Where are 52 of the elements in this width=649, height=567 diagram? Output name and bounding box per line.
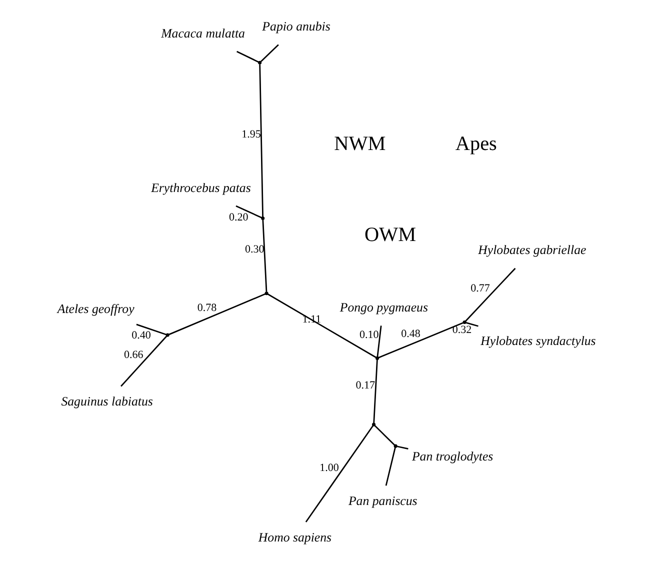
node-point [372, 422, 376, 426]
node-text: Ateles geoffroy [56, 302, 134, 316]
connector [376, 326, 382, 357]
connector [168, 293, 265, 336]
connector [120, 336, 167, 387]
edge-label: 0.48 [400, 328, 420, 340]
node-text: Papio anubis [262, 20, 330, 34]
node-point [375, 356, 379, 360]
connector [136, 324, 166, 336]
connector [235, 205, 262, 218]
node-point [393, 444, 397, 448]
node-text: Erythrocebus patas [150, 180, 250, 195]
node-point [260, 216, 264, 220]
label: NWM [334, 132, 386, 155]
node-text: Hylobates gabriellae [478, 243, 586, 258]
node-point [264, 292, 268, 296]
node-text: Pan troglodytes [411, 450, 493, 464]
connector [266, 294, 376, 358]
connector [374, 425, 394, 446]
connector [464, 268, 516, 322]
edge-label: 1.95 [241, 128, 260, 140]
node-text: Pongo pygmaeus [339, 300, 428, 315]
edge-label: 0.40 [131, 329, 150, 342]
connector [465, 322, 478, 327]
label: Apes [454, 132, 496, 155]
connector [378, 322, 463, 358]
node-text: Macaca mulatta [160, 26, 244, 40]
connector [396, 446, 408, 450]
edge-label: 0.78 [196, 302, 216, 314]
edge-label: 0.77 [470, 282, 490, 295]
node-point [462, 320, 466, 324]
node-point [165, 333, 169, 337]
connector [236, 50, 258, 63]
edge-label: 0.20 [228, 212, 248, 224]
edge-label: 0.32 [452, 324, 472, 336]
connector [262, 220, 267, 292]
node-text: Homo sapiens [258, 530, 332, 544]
node-text: Pan paniscus [348, 494, 417, 508]
label: OWM [364, 224, 416, 246]
connector [260, 44, 278, 62]
edge-label: 0.30 [244, 244, 264, 256]
connector [372, 360, 378, 424]
edge-label: 0.10 [359, 328, 378, 341]
node-point [258, 60, 262, 64]
node-text: Hylobates syndactylus [480, 334, 596, 348]
edge-label: 0.66 [124, 349, 143, 362]
connector [384, 447, 396, 486]
node-text: Saguinus labiatus [60, 394, 152, 409]
edge-label: 0.17 [355, 379, 375, 392]
connector [258, 64, 263, 217]
connector [304, 425, 373, 522]
edge-label: 1.00 [319, 462, 338, 474]
